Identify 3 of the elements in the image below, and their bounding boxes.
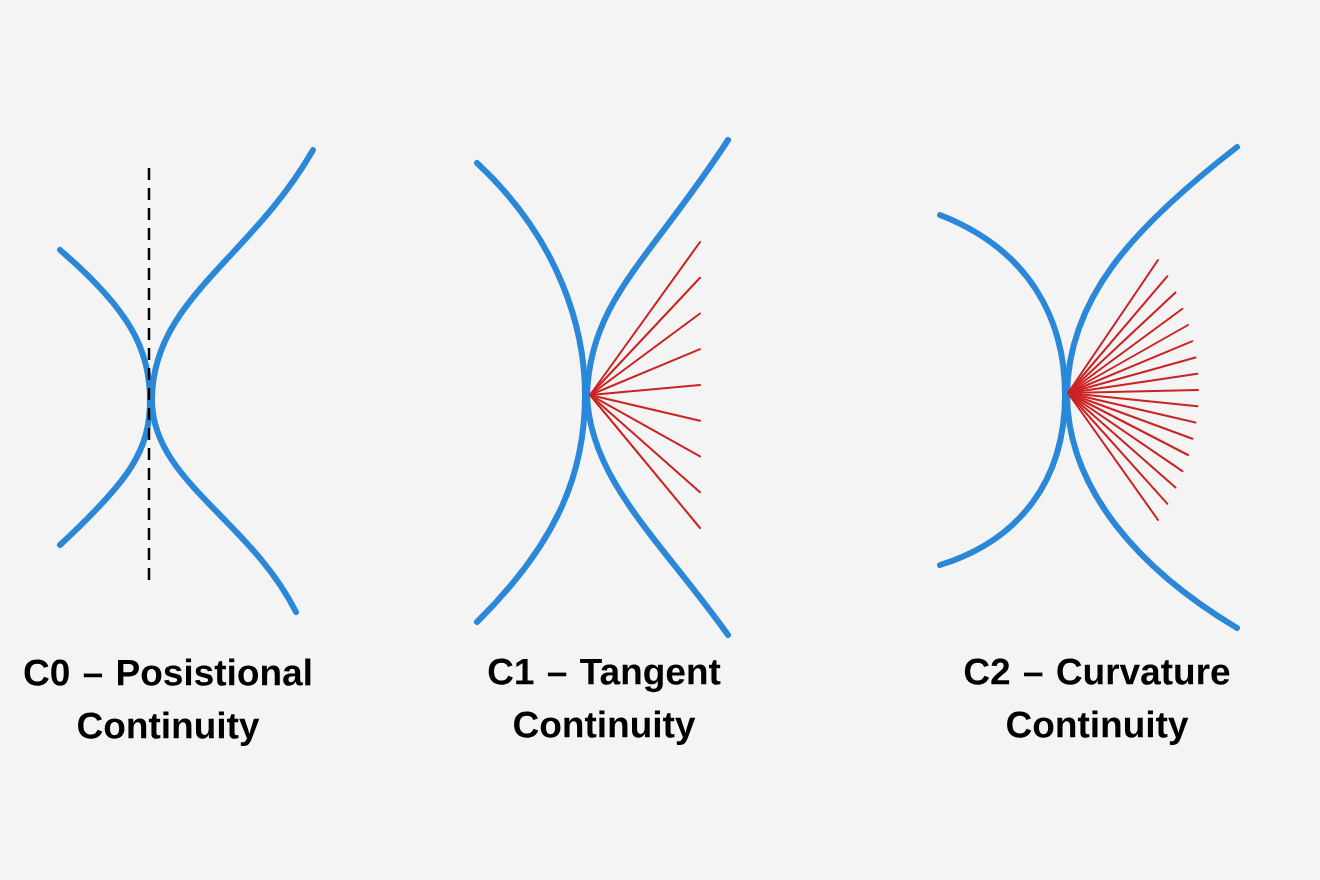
panel-caption: C1 – Tangent Continuity [488, 658, 721, 746]
panel-caption: C0 – Posistional Continuity [24, 658, 311, 746]
panel-caption: C2 – Curvature Continuity [964, 658, 1230, 746]
